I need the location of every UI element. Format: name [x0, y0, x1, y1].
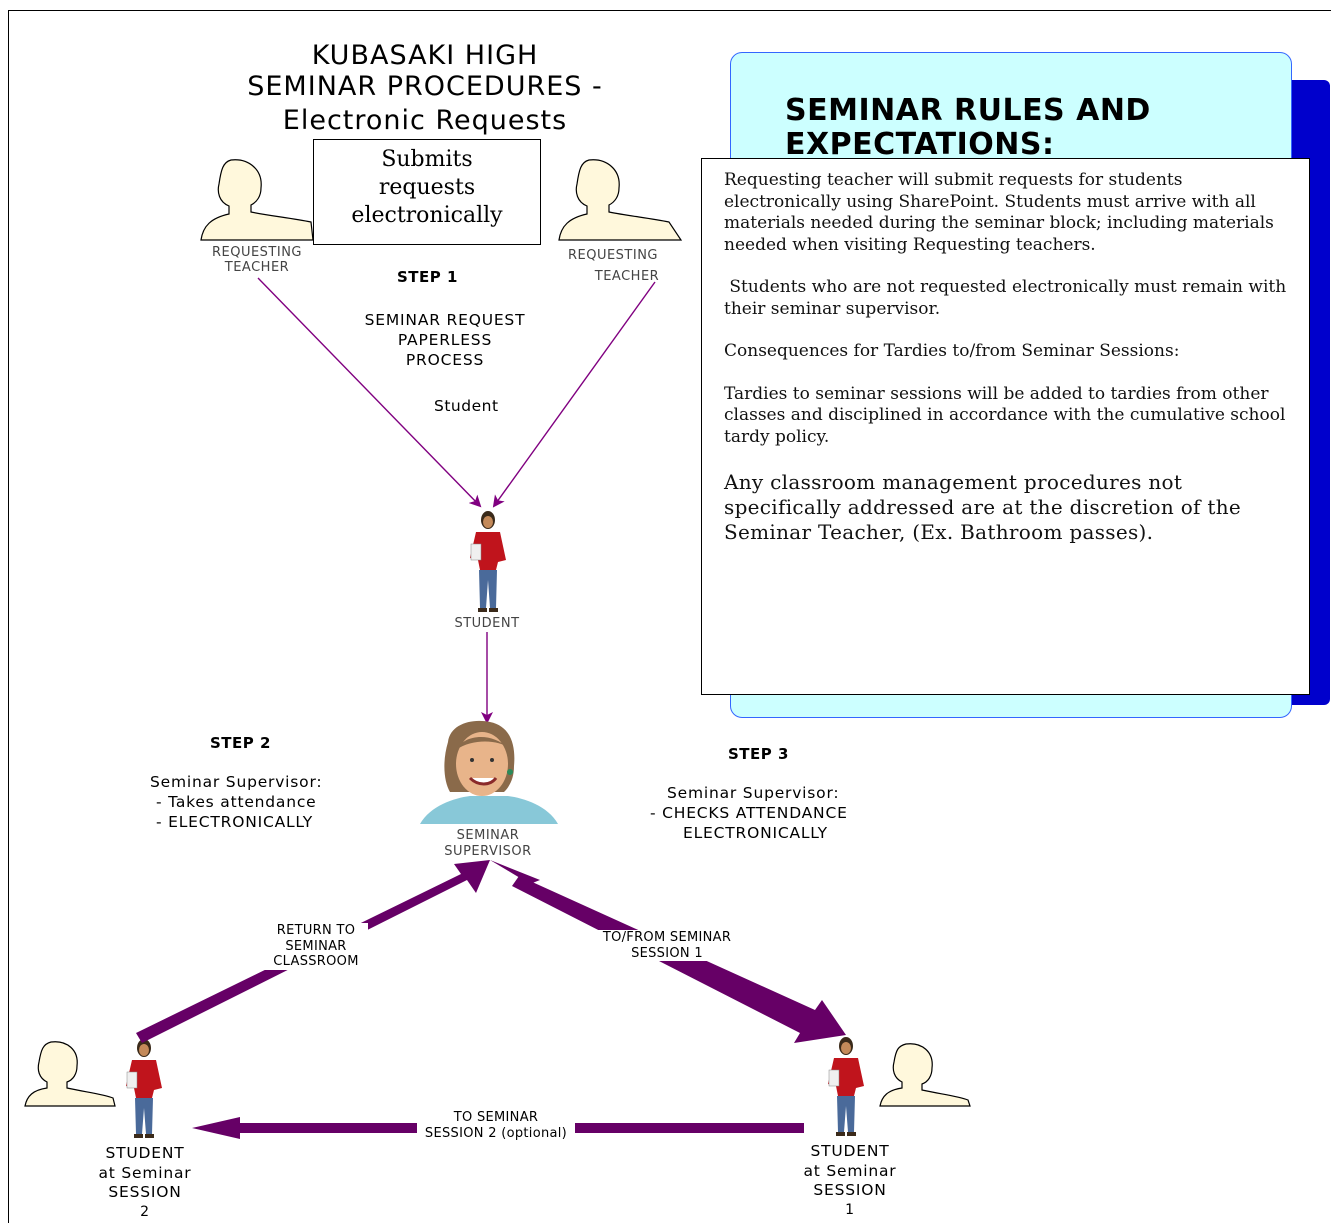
- to-session2-label: TO SEMINAR SESSION 2 (optional): [417, 1110, 575, 1141]
- student-session1-label: STUDENT at Seminar SESSION 1: [785, 1142, 915, 1220]
- teacher-right-label: REQUESTING TEACHER: [552, 245, 674, 287]
- student-session1-line2: at Seminar: [803, 1161, 897, 1180]
- step1-line1: SEMINAR REQUEST: [364, 311, 526, 329]
- student-session1-line4: 1: [845, 1201, 855, 1218]
- rules-paragraph-4: Tardies to seminar sessions will be adde…: [724, 383, 1286, 447]
- rules-body: Requesting teacher will submit requests …: [724, 170, 1294, 545]
- tofrom-label-line2: SESSION 1: [631, 945, 703, 961]
- title-line2: SEMINAR PROCEDURES -: [247, 71, 603, 102]
- step2-line3: - ELECTRONICALLY: [156, 813, 314, 831]
- step2-line2: - Takes attendance: [156, 793, 317, 811]
- step3-description: Seminar Supervisor: - CHECKS ATTENDANCE …: [650, 783, 920, 843]
- supervisor-label: SEMINAR SUPERVISOR: [428, 828, 548, 859]
- rules-paragraph-3: Consequences for Tardies to/from Seminar…: [724, 341, 1180, 361]
- page-frame: [8, 10, 1331, 1223]
- student-session1-line1: STUDENT: [810, 1142, 890, 1160]
- rules-panel: [701, 158, 1310, 695]
- teacher-left-label-line1: REQUESTING: [211, 245, 303, 260]
- step3-line2: - CHECKS ATTENDANCE: [650, 804, 848, 822]
- arrow-teacher-left-to-student: [257, 277, 482, 508]
- step2-description: Seminar Supervisor: - Takes attendance -…: [150, 772, 390, 832]
- student-figure-icon: [828, 1037, 864, 1136]
- teacher-silhouette-icon: [558, 159, 683, 241]
- step1-description: SEMINAR REQUEST PAPERLESS PROCESS: [330, 310, 560, 370]
- step1-heading: STEP 1: [397, 268, 458, 286]
- student-session2-line2: at Seminar: [98, 1163, 192, 1182]
- step3-heading: STEP 3: [728, 745, 789, 763]
- student-figure-icon: [470, 511, 506, 612]
- teacher-right-label-line1: REQUESTING: [567, 248, 659, 263]
- step1-line3: PROCESS: [405, 351, 485, 369]
- teacher-left-label: REQUESTING TEACHER: [196, 245, 318, 275]
- teacher-silhouette-icon: [200, 159, 314, 241]
- rules-title: SEMINAR RULES AND EXPECTATIONS:: [785, 94, 1255, 162]
- rules-paragraph-2: Students who are not requested electroni…: [724, 277, 1292, 319]
- teacher-right-label-line2: TEACHER: [594, 269, 660, 284]
- teacher-left-label-line2: TEACHER: [224, 260, 290, 275]
- student-session1-line3: SESSION: [813, 1181, 887, 1199]
- rules-paragraph-1: Requesting teacher will submit requests …: [724, 170, 1274, 255]
- supervisor-label-line2: SUPERVISOR: [444, 843, 532, 859]
- submit-requests-box: Submits requests electronically: [313, 139, 541, 245]
- step3-line1: Seminar Supervisor:: [667, 784, 840, 802]
- submit-line1: Submits: [381, 147, 473, 172]
- rules-title-line2: EXPECTATIONS:: [785, 127, 1055, 162]
- supervisor-label-line1: SEMINAR: [456, 828, 520, 843]
- teacher-silhouette-icon: [24, 1041, 116, 1107]
- student-session2-line4: 2: [140, 1203, 150, 1220]
- step2-line1: Seminar Supervisor:: [150, 773, 323, 791]
- student-label: STUDENT: [454, 616, 520, 631]
- student-session2-line3: SESSION: [108, 1183, 182, 1201]
- supervisor-portrait-icon: [420, 720, 558, 824]
- tofrom-label-line1: TO/FROM SEMINAR: [602, 930, 732, 945]
- student-figure-icon: [126, 1039, 162, 1138]
- student-session2-line1: STUDENT: [105, 1144, 185, 1162]
- submit-line3: electronically: [351, 203, 503, 228]
- title-line1: KUBASAKI HIGH: [311, 40, 539, 71]
- return-to-classroom-label: RETURN TO SEMINAR CLASSROOM: [264, 923, 368, 970]
- session2-label-line2: SESSION 2 (optional): [424, 1125, 568, 1141]
- submit-line2: requests: [378, 175, 476, 200]
- rules-paragraph-5: Any classroom management procedures not …: [724, 470, 1242, 544]
- return-label-line1: RETURN TO: [276, 923, 356, 938]
- step3-line3: ELECTRONICALLY: [683, 824, 828, 842]
- step1-line2: PAPERLESS: [397, 331, 493, 349]
- tofrom-session1-label: TO/FROM SEMINAR SESSION 1: [592, 930, 742, 961]
- rules-title-line1: SEMINAR RULES AND: [785, 93, 1151, 128]
- student-session2-label: STUDENT at Seminar SESSION 2: [80, 1144, 210, 1222]
- arrow-from-supervisor-tofrom: [490, 860, 540, 884]
- step2-heading: STEP 2: [210, 734, 271, 752]
- page-title: KUBASAKI HIGH SEMINAR PROCEDURES - Elect…: [180, 40, 670, 136]
- session2-label-line1: TO SEMINAR: [453, 1110, 539, 1125]
- teacher-silhouette-icon: [879, 1043, 971, 1107]
- arrow-teacher-right-to-student: [492, 281, 656, 508]
- step1-student-word: Student: [434, 397, 499, 415]
- return-label-line2: SEMINAR: [285, 938, 347, 954]
- title-line3: Electronic Requests: [282, 105, 568, 136]
- return-label-line3: CLASSROOM: [273, 954, 359, 969]
